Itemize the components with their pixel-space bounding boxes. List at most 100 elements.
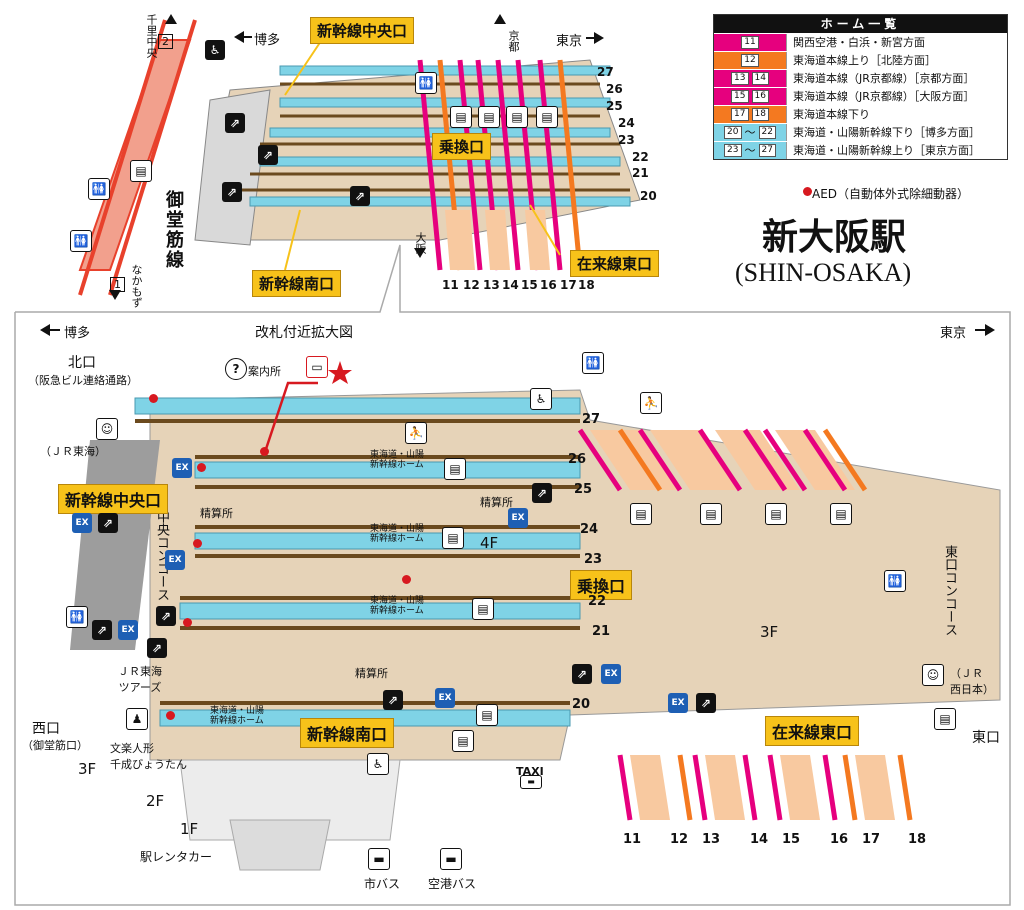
track-number: 27 (582, 412, 601, 427)
aed-marker (193, 539, 202, 548)
exit-2: 2 (158, 34, 173, 49)
track-number: 24 (618, 116, 635, 130)
west-exit-sub: （御堂筋口） (22, 739, 88, 752)
shop-icon: ▤ (630, 503, 652, 525)
gate-south-detail[interactable]: 新幹線南口 (300, 718, 395, 748)
seisanjo: 精算所 (355, 667, 388, 680)
escalator-icon: ⇗ (383, 690, 403, 710)
bunraku-label: 文楽人形 千成びょうたん (110, 742, 187, 771)
track-number: 11 (623, 832, 642, 847)
legend-row: 12 東海道本線上り［北陸方面］ (714, 51, 1007, 69)
bus-icon: ▬ (440, 848, 462, 870)
gate-transfer-detail[interactable]: 乗換口 (570, 570, 633, 600)
jr-west-label: （ＪＲ 西日本） (950, 667, 994, 696)
aed-marker (402, 575, 411, 584)
track-number: 11 (442, 278, 459, 292)
platform-label: 東海道・山陽 新幹線ホーム (370, 524, 425, 544)
jr-tours: ＪＲ東海 ツアーズ (118, 665, 162, 694)
track-number: 21 (632, 166, 649, 180)
east-concourse: 東口コンコース (942, 545, 957, 636)
shop-icon: ▤ (536, 106, 558, 128)
track-number: 25 (574, 482, 593, 497)
restroom-icon: 🚻 (582, 352, 604, 374)
dir-osaka: 大阪 (414, 232, 427, 254)
staff-icon: ☺ (96, 418, 118, 440)
jr-tokai-label: （ＪＲ東海） (40, 445, 106, 458)
gate-east-top[interactable]: 在来線東口 (570, 250, 660, 277)
dir-hakata-bottom: 博多 (64, 326, 91, 341)
station-name: 新大阪駅 (762, 216, 907, 258)
ticket-icon: ▤ (130, 160, 152, 182)
smoking-icon: ▭ (306, 356, 328, 378)
seisanjo: 精算所 (480, 496, 513, 509)
track-number: 15 (521, 278, 538, 292)
subway-line-name: 御堂筋線 (163, 190, 184, 270)
escalator-icon: ⇗ (222, 182, 242, 202)
dir-tokyo-top: 東京 (556, 34, 583, 49)
exit-1: 1 (110, 277, 125, 292)
shop-icon: ▤ (700, 503, 722, 525)
info-label: 案内所 (248, 365, 281, 378)
track-number: 23 (618, 133, 635, 147)
detail-conventional-lower (617, 754, 913, 821)
aed-marker (183, 618, 192, 627)
west-exit: 西口 (32, 721, 60, 737)
ex-ic-icon: EX (165, 550, 185, 570)
gate-central-detail[interactable]: 新幹線中央口 (58, 484, 169, 514)
restroom-icon: ⛹ (640, 392, 662, 414)
aed-marker (197, 463, 206, 472)
gate-east-detail[interactable]: 在来線東口 (765, 716, 860, 746)
north-exit-sub: （阪急ビル連絡通路） (28, 374, 138, 387)
platform-label: 東海道・山陽 新幹線ホーム (210, 706, 265, 726)
wheelchair-icon: ♿ (530, 388, 552, 410)
track-number: 14 (502, 278, 519, 292)
legend-row: 20〜22 東海道・山陽新幹線下り［博多方面］ (714, 123, 1007, 141)
dir-senri: 千里中央 (145, 14, 158, 58)
taxi-label: TAXI (516, 765, 544, 778)
gate-central-top[interactable]: 新幹線中央口 (310, 17, 415, 44)
escalator-icon: ⇗ (147, 638, 167, 658)
ex-ic-icon: EX (72, 513, 92, 533)
legend-row: 23〜27 東海道・山陽新幹線上り［東京方面］ (714, 141, 1007, 159)
legend-title: ホーム一覧 (714, 15, 1007, 33)
track-number: 17 (862, 832, 881, 847)
track-number: 14 (750, 832, 769, 847)
track-number: 16 (540, 278, 557, 292)
gate-south-top[interactable]: 新幹線南口 (252, 270, 342, 297)
locker-icon: ▤ (452, 730, 474, 752)
shop-icon: ▤ (476, 704, 498, 726)
track-number: 27 (597, 65, 614, 79)
staff-icon: ☺ (922, 664, 944, 686)
ex-ic-icon: EX (172, 458, 192, 478)
overview-conventional-tracks (417, 59, 583, 271)
escalator-icon: ⇗ (258, 145, 278, 165)
track-number: 26 (606, 82, 623, 96)
dir-tokyo-bottom: 東京 (940, 326, 967, 341)
floor-3f: 3F (78, 760, 97, 778)
aed-legend: AED（自動体外式除細動器） (812, 187, 970, 201)
track-number: 23 (584, 552, 603, 567)
track-number: 18 (908, 832, 927, 847)
floor-2f: 2F (146, 792, 165, 810)
seisanjo: 精算所 (200, 507, 233, 520)
track-number: 22 (632, 150, 649, 164)
track-number: 17 (560, 278, 577, 292)
detail-conventional-upper (577, 428, 868, 492)
gate-transfer-top[interactable]: 乗換口 (432, 133, 492, 160)
restroom-icon: 🚻 (415, 72, 437, 94)
escalator-icon: ⇗ (225, 113, 245, 133)
ex-ic-icon: EX (668, 693, 688, 713)
doll-icon: ♟ (126, 708, 148, 730)
aed-marker (260, 447, 269, 456)
subway-midosuji (78, 19, 197, 296)
locker-icon: ▤ (934, 708, 956, 730)
wheelchair-icon: ♿ (205, 40, 225, 60)
info-icon: ? (225, 358, 247, 380)
shop-icon: ▤ (478, 106, 500, 128)
wheelchair-icon: ♿ (367, 753, 389, 775)
aed-marker (803, 187, 812, 196)
